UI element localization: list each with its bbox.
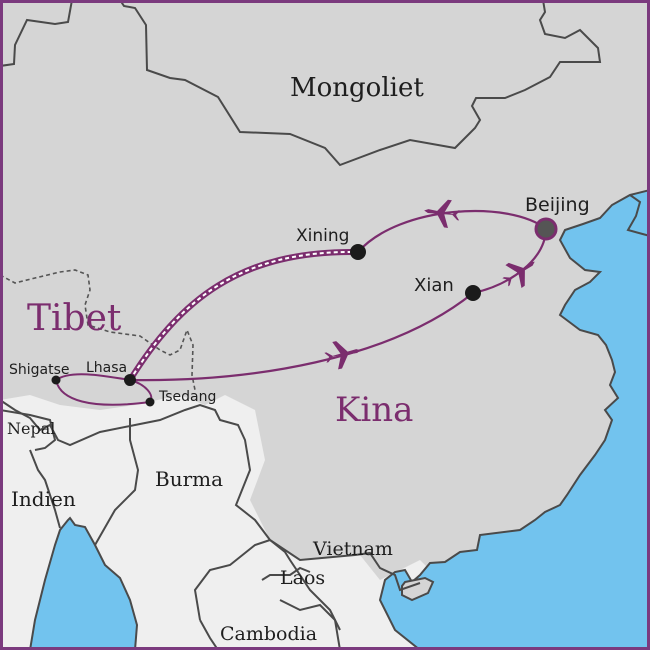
label-vietnam: Vietnam [313, 538, 393, 560]
label-shigatse: Shigatse [9, 362, 70, 378]
tibet-border [3, 269, 196, 391]
label-mongolia: Mongoliet [290, 73, 424, 103]
label-laos: Laos [280, 567, 326, 589]
label-burma: Burma [155, 467, 224, 491]
flight-beijing-xining [357, 209, 547, 253]
label-xining: Xining [296, 226, 350, 246]
city-dot-shigatse[interactable] [51, 375, 61, 385]
label-cambodia: Cambodia [220, 623, 318, 645]
plane-icon [502, 261, 535, 289]
east-sea [378, 189, 647, 647]
plane-icons [324, 199, 535, 370]
label-xian: Xian [414, 275, 454, 296]
plane-icon [424, 199, 461, 228]
label-india: Indien [11, 487, 76, 511]
label-lhasa: Lhasa [86, 360, 128, 376]
city-dot-tsedang[interactable] [145, 397, 155, 407]
label-nepal: Nepal [7, 419, 56, 438]
label-tsedang: Tsedang [159, 389, 217, 405]
label-tibet: Tibet [27, 298, 122, 339]
city-dot-xining[interactable] [350, 244, 366, 260]
bay-of-bengal [29, 516, 139, 647]
label-beijing: Beijing [525, 194, 590, 216]
flight-lhasa-xian [129, 292, 474, 382]
label-china: Kina [335, 390, 414, 430]
city-dot-lhasa[interactable] [124, 374, 136, 386]
plane-icon [324, 341, 361, 370]
city-dot-beijing[interactable] [534, 217, 558, 241]
city-dot-xian[interactable] [465, 285, 481, 301]
hainan-island [401, 576, 435, 602]
road-loop [54, 373, 153, 406]
